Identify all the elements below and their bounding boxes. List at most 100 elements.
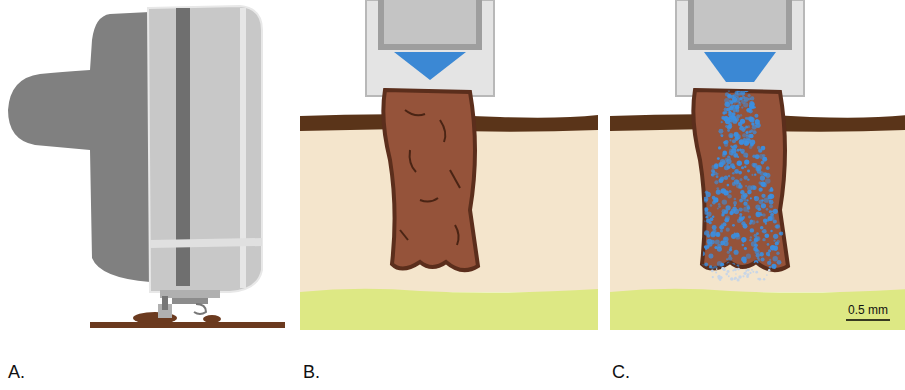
spray-droplet	[766, 219, 769, 222]
spray-droplet	[740, 190, 744, 194]
spray-droplet	[755, 249, 760, 254]
spray-droplet	[707, 234, 711, 238]
spray-droplet	[729, 139, 731, 141]
spray-droplet	[734, 233, 736, 235]
spray-droplet	[732, 112, 736, 116]
skin-section-spray	[610, 0, 905, 330]
spray-droplet	[755, 119, 760, 124]
spray-droplet	[692, 260, 697, 265]
spray-droplet	[754, 236, 759, 241]
spray-droplet	[773, 265, 776, 268]
spray-droplet	[748, 216, 751, 219]
spray-droplet	[769, 210, 772, 213]
spray-droplet	[760, 226, 764, 230]
panel-letter: C.	[612, 362, 630, 383]
spray-droplet	[746, 199, 748, 201]
scale-bar	[846, 319, 890, 321]
spray-droplet	[754, 260, 759, 265]
spray-droplet	[728, 85, 732, 89]
spray-droplet	[739, 126, 744, 131]
spray-droplet	[744, 247, 747, 250]
spray-droplet	[765, 173, 770, 178]
spray-droplet	[770, 230, 772, 232]
spray-droplet	[740, 82, 742, 84]
spray-droplet	[741, 85, 747, 91]
spray-mist	[737, 278, 740, 281]
spray-droplet	[747, 79, 752, 84]
spray-droplet	[762, 154, 765, 157]
spray-droplet	[729, 254, 732, 257]
spray-droplet	[745, 126, 748, 129]
spray-droplet	[721, 188, 727, 194]
spray-droplet	[696, 260, 698, 262]
spray-droplet	[747, 78, 750, 81]
spray-droplet	[732, 224, 735, 227]
spray-mist	[734, 277, 737, 280]
spray-droplet	[737, 149, 740, 152]
spray-droplet	[710, 232, 715, 237]
spray-droplet	[724, 176, 728, 180]
spray-droplet	[746, 84, 748, 86]
spray-droplet	[732, 80, 734, 82]
spray-droplet	[723, 151, 727, 155]
spray-mist	[747, 273, 750, 276]
spray-droplet	[754, 264, 758, 268]
spray-droplet	[750, 228, 754, 232]
spray-droplet	[741, 106, 743, 108]
spray-droplet	[709, 265, 712, 268]
spray-droplet	[730, 95, 734, 99]
spray-droplet	[749, 239, 751, 241]
spray-droplet	[717, 207, 719, 209]
spray-droplet	[715, 240, 720, 245]
spray-mist	[763, 278, 765, 280]
spray-droplet	[728, 190, 731, 193]
spray-droplet	[740, 149, 745, 154]
spray-droplet	[717, 246, 722, 251]
spray-droplet	[754, 114, 758, 118]
spray-droplet	[751, 241, 757, 247]
spray-droplet	[720, 159, 725, 164]
spray-mist	[737, 268, 740, 271]
spray-droplet	[747, 170, 750, 173]
spray-droplet	[732, 82, 736, 86]
spray-droplet	[751, 185, 756, 190]
spray-droplet	[721, 160, 726, 165]
spray-droplet	[727, 261, 731, 265]
spray-droplet	[748, 94, 751, 97]
spray-droplet	[730, 163, 735, 168]
spray-droplet	[767, 243, 770, 246]
spray-droplet	[761, 194, 765, 198]
spray-droplet	[717, 157, 720, 160]
spray-droplet	[697, 243, 702, 248]
spray-droplet	[744, 247, 747, 250]
panel-letter: B.	[303, 362, 320, 383]
spray-droplet	[718, 178, 723, 183]
spray-droplet	[739, 199, 743, 203]
spray-droplet	[735, 108, 739, 112]
spray-droplet	[719, 225, 724, 230]
spray-droplet	[739, 79, 741, 81]
spray-droplet	[730, 145, 732, 147]
spray-droplet	[769, 204, 773, 208]
spray-droplet	[739, 87, 744, 92]
spray-droplet	[766, 252, 770, 256]
spray-droplet	[720, 229, 723, 232]
spray-droplet	[770, 213, 774, 217]
spray-droplet	[759, 212, 762, 215]
spray-droplet	[775, 224, 780, 229]
spray-mist	[730, 277, 734, 281]
spray-droplet	[720, 263, 724, 267]
spray-droplet	[746, 131, 749, 134]
spray-droplet	[718, 146, 721, 149]
spray-droplet	[742, 133, 746, 137]
spray-droplet	[699, 263, 701, 265]
spray-droplet	[755, 249, 758, 252]
spray-droplet	[725, 158, 729, 162]
spray-droplet	[739, 84, 743, 88]
spray-droplet	[737, 90, 742, 95]
spray-droplet	[769, 266, 771, 268]
spray-droplet	[730, 100, 733, 103]
spray-droplet	[733, 81, 735, 83]
spray-droplet	[773, 267, 775, 269]
spray-mist	[727, 270, 730, 273]
